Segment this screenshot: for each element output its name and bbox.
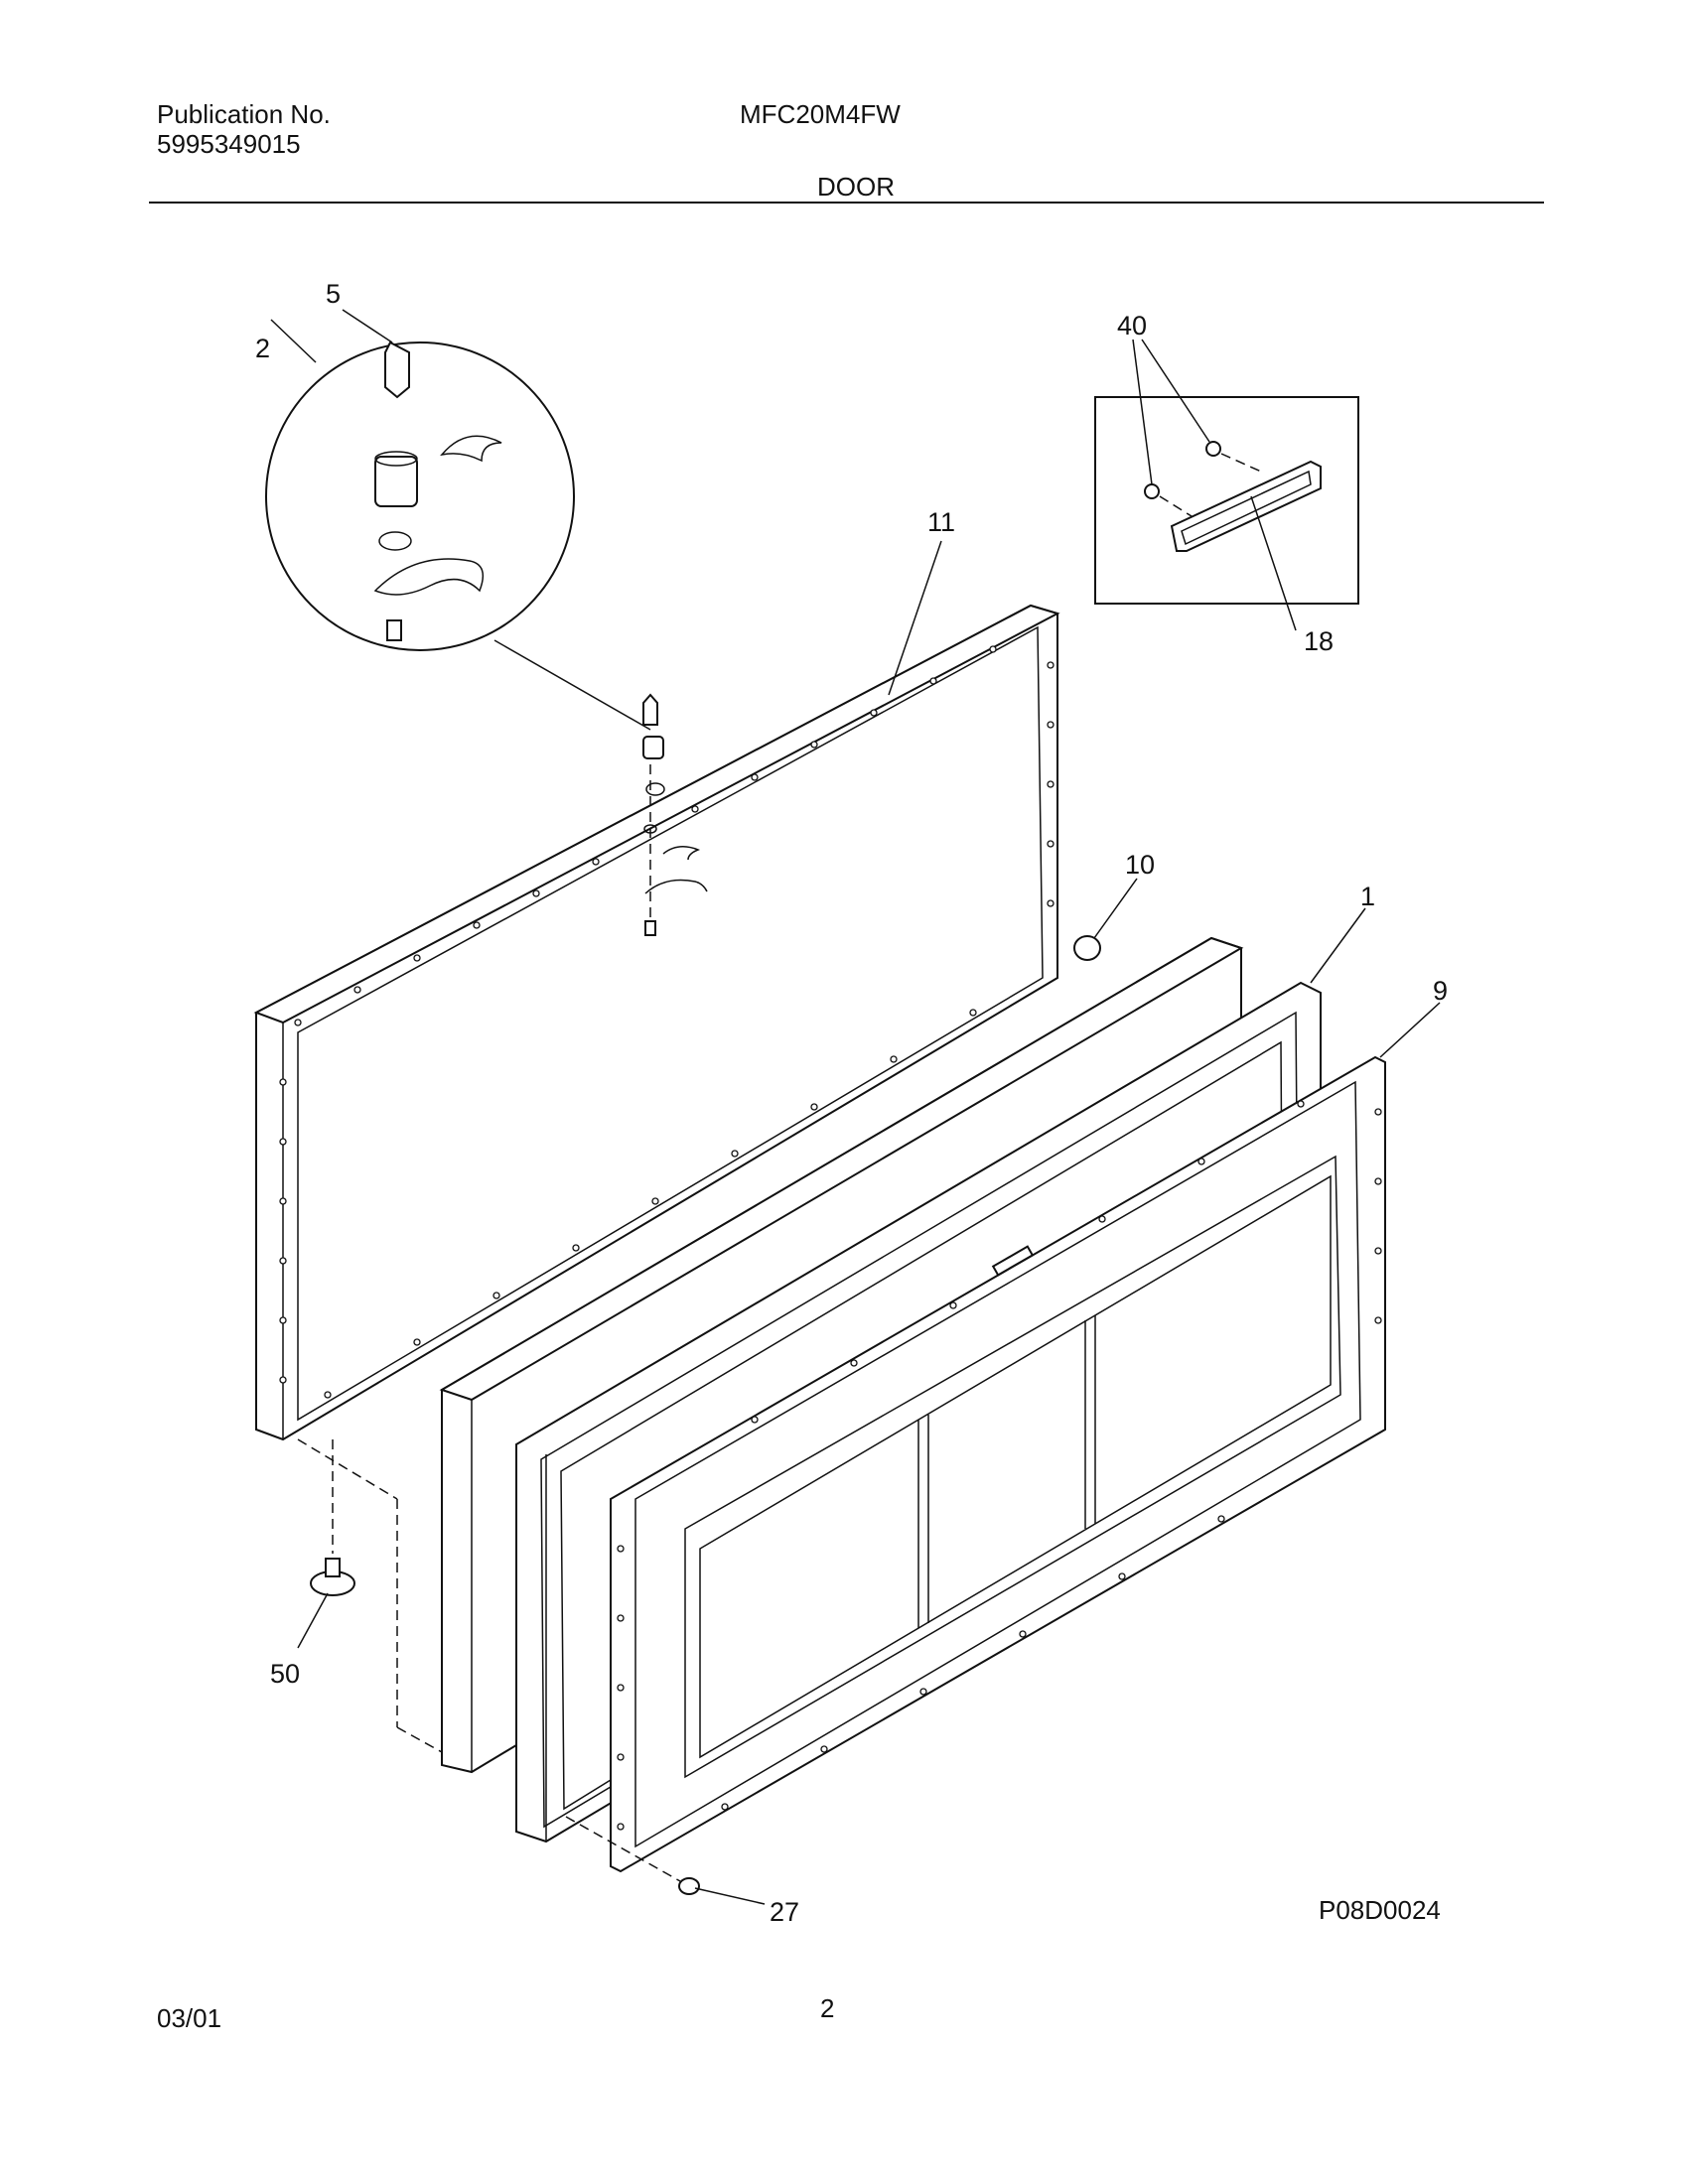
footer-date: 03/01 [157,2003,222,2033]
lock-assembly-installed [642,693,708,936]
callout-1: 1 [1360,882,1375,911]
callout-11: 11 [927,507,955,537]
callout-18: 18 [1304,626,1334,656]
hinge-cap-part-10 [1073,935,1101,961]
publication-number: 5995349015 [157,129,301,159]
panel-11-holes [279,645,1055,1399]
section-title: DOOR [817,172,895,202]
model-number: MFC20M4FW [740,99,901,129]
header-rule [149,202,1544,204]
leader-lines [270,309,1441,1905]
screw-part-27 [565,1816,700,1895]
door-stop-part-50 [297,1438,443,1753]
handle-inset-box [1094,396,1359,605]
drawing-code: P08D0024 [1319,1895,1441,1925]
door-panel-part-11 [253,604,1060,1441]
page-number: 2 [820,1993,835,2023]
callout-40: 40 [1117,311,1147,341]
lock-detail-circle-part-2 [265,341,651,731]
callout-2: 2 [255,334,270,363]
liner-9-holes [617,1100,1382,1831]
callout-27: 27 [770,1897,799,1927]
callout-10: 10 [1125,850,1155,880]
callout-5: 5 [326,279,341,309]
inner-door-liner-part-9 [610,1055,1386,1873]
callout-50: 50 [270,1659,300,1689]
publication-label: Publication No. [157,99,331,129]
callout-9: 9 [1433,976,1448,1006]
